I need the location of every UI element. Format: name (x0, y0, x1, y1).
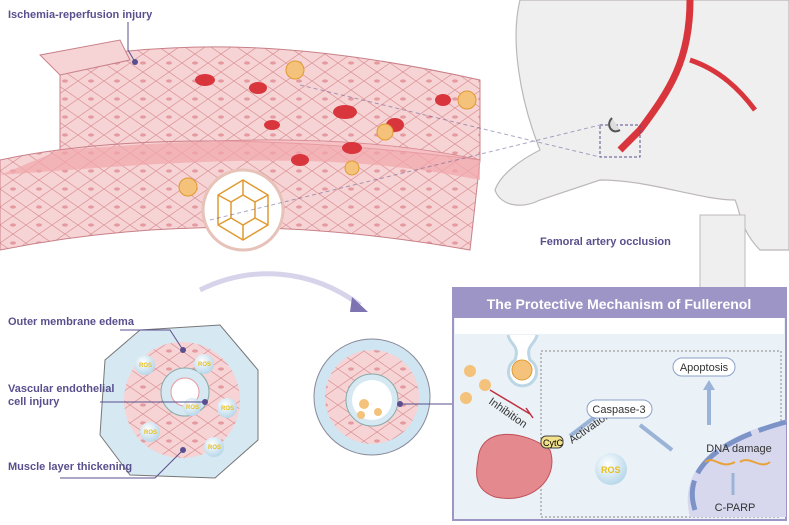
svg-text:DNA damage: DNA damage (706, 443, 771, 455)
injured-vessel-illustration (0, 39, 481, 252)
panel-header (453, 288, 786, 318)
svg-text:Apoptosis: Apoptosis (680, 362, 729, 374)
apoptosis-node (672, 357, 736, 377)
svg-text:ROS: ROS (186, 405, 199, 411)
ischemia-leader-line (127, 22, 136, 63)
fullerene-magnified (201, 168, 285, 252)
svg-text:ROS: ROS (144, 430, 157, 436)
red-blood-cells (195, 74, 451, 166)
fullerene-particles (178, 60, 477, 197)
ros-bubbles: ROS ROS ROS ROS ROS ROS (135, 354, 237, 457)
mouse-hindlimb-illustration (209, 0, 789, 291)
svg-text:ROS: ROS (198, 362, 211, 368)
ischemia-label: Ischemia-reperfusion injury (8, 9, 153, 21)
endothelial-label-line1: Vascular endothelial (8, 383, 114, 395)
transition-arrow (198, 271, 362, 308)
femoral-label: Femoral artery occlusion (540, 236, 671, 248)
endothelial-label-line2: cell injury (8, 396, 60, 408)
svg-text:ROS: ROS (601, 465, 621, 475)
svg-text:C-PARP: C-PARP (715, 502, 756, 514)
protected-vessel-cross-section (313, 338, 431, 456)
nucleus (687, 420, 786, 517)
cytc-badge (540, 435, 564, 449)
svg-text:ROS: ROS (139, 363, 152, 369)
inhibition-arrow (489, 389, 534, 419)
svg-text:Caspase-3: Caspase-3 (592, 404, 645, 416)
outer-edema-label: Outer membrane edema (8, 316, 135, 328)
muscle-label: Muscle layer thickening (8, 461, 132, 473)
svg-text:CytC: CytC (543, 438, 564, 448)
clamp-icon (608, 117, 621, 133)
mechanism-panel: The Protective Mechanism of Fullerenol I… (452, 287, 787, 521)
svg-text:ROS: ROS (208, 445, 221, 451)
panel-title: The Protective Mechanism of Fullerenol (487, 296, 752, 312)
caspase-node (586, 399, 653, 419)
dna-icon (704, 459, 771, 466)
ros-bubble (595, 453, 627, 485)
svg-text:ROS: ROS (221, 406, 234, 412)
